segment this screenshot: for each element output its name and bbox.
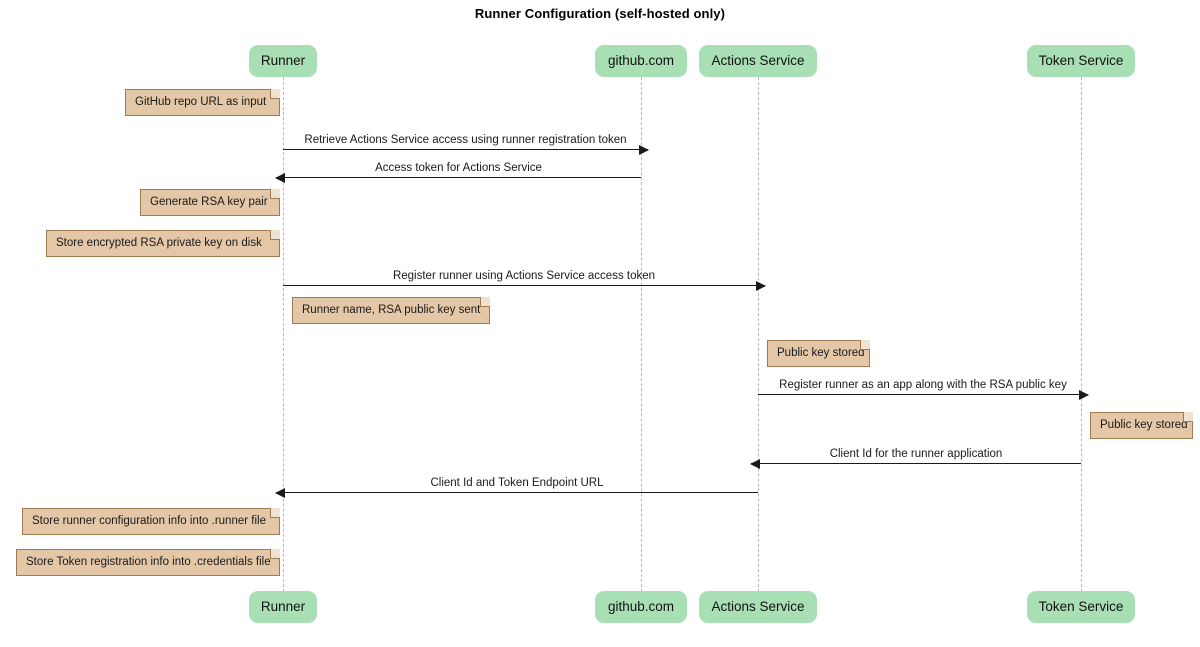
note-text: Public key stored bbox=[777, 347, 865, 359]
note-fold-icon bbox=[270, 189, 280, 199]
note-generate-rsa: Generate RSA key pair bbox=[140, 189, 280, 216]
note-fold-icon bbox=[270, 549, 280, 559]
participant-actions-bottom[interactable]: Actions Service bbox=[699, 591, 817, 623]
message-label: Retrieve Actions Service access using ru… bbox=[304, 134, 627, 146]
message-client-id-token-endpoint: Client Id and Token Endpoint URL bbox=[275, 477, 758, 498]
participant-token-top[interactable]: Token Service bbox=[1027, 45, 1135, 77]
participant-github-bottom[interactable]: github.com bbox=[595, 591, 687, 623]
page-title: Runner Configuration (self-hosted only) bbox=[474, 6, 726, 21]
note-fold-icon bbox=[270, 230, 280, 240]
message-access-token: Access token for Actions Service bbox=[275, 162, 641, 183]
message-label: Client Id for the runner application bbox=[829, 448, 1003, 460]
note-text: Runner name, RSA public key sent bbox=[302, 304, 481, 316]
note-store-token-registration: Store Token registration info into .cred… bbox=[16, 549, 280, 576]
participant-actions-top[interactable]: Actions Service bbox=[699, 45, 817, 77]
lifeline-actions bbox=[758, 77, 759, 592]
note-runner-name-rsa: Runner name, RSA public key sent bbox=[292, 297, 490, 324]
arrow-left-icon bbox=[750, 459, 760, 469]
arrow-right-icon bbox=[1079, 390, 1089, 400]
note-store-runner-config: Store runner configuration info into .ru… bbox=[22, 508, 280, 535]
lifeline-runner bbox=[283, 77, 284, 592]
message-label: Access token for Actions Service bbox=[375, 162, 542, 174]
note-store-encrypted-key: Store encrypted RSA private key on disk bbox=[46, 230, 280, 257]
note-text: Store Token registration info into .cred… bbox=[26, 556, 271, 568]
note-fold-icon bbox=[860, 340, 870, 350]
lifeline-github bbox=[641, 77, 642, 592]
note-github-repo-url: GitHub repo URL as input bbox=[125, 89, 280, 116]
message-retrieve-actions-access: Retrieve Actions Service access using ru… bbox=[283, 134, 649, 155]
participant-token-bottom[interactable]: Token Service bbox=[1027, 591, 1135, 623]
note-actions-public-key-stored: Public key stored bbox=[767, 340, 870, 367]
arrow-left-icon bbox=[275, 488, 285, 498]
arrow-right-icon bbox=[639, 145, 649, 155]
note-text: Public key stored bbox=[1100, 419, 1188, 431]
note-fold-icon bbox=[480, 297, 490, 307]
note-text: GitHub repo URL as input bbox=[135, 96, 267, 108]
message-register-runner: Register runner using Actions Service ac… bbox=[283, 270, 766, 291]
note-text: Generate RSA key pair bbox=[150, 196, 268, 208]
note-text: Store encrypted RSA private key on disk bbox=[56, 237, 262, 249]
arrow-right-icon bbox=[756, 281, 766, 291]
arrow-left-icon bbox=[275, 173, 285, 183]
lifeline-token bbox=[1081, 77, 1082, 592]
message-label: Client Id and Token Endpoint URL bbox=[430, 477, 604, 489]
note-fold-icon bbox=[270, 89, 280, 99]
note-fold-icon bbox=[270, 508, 280, 518]
participant-runner-top[interactable]: Runner bbox=[249, 45, 317, 77]
note-text: Store runner configuration info into .ru… bbox=[32, 515, 266, 527]
message-label: Register runner using Actions Service ac… bbox=[392, 270, 656, 282]
message-label: Register runner as an app along with the… bbox=[779, 379, 1067, 391]
participant-github-top[interactable]: github.com bbox=[595, 45, 687, 77]
note-token-public-key-stored: Public key stored bbox=[1090, 412, 1193, 439]
note-fold-icon bbox=[1183, 412, 1193, 422]
message-register-app-rsa: Register runner as an app along with the… bbox=[758, 379, 1089, 400]
participant-runner-bottom[interactable]: Runner bbox=[249, 591, 317, 623]
message-client-id: Client Id for the runner application bbox=[750, 448, 1081, 469]
